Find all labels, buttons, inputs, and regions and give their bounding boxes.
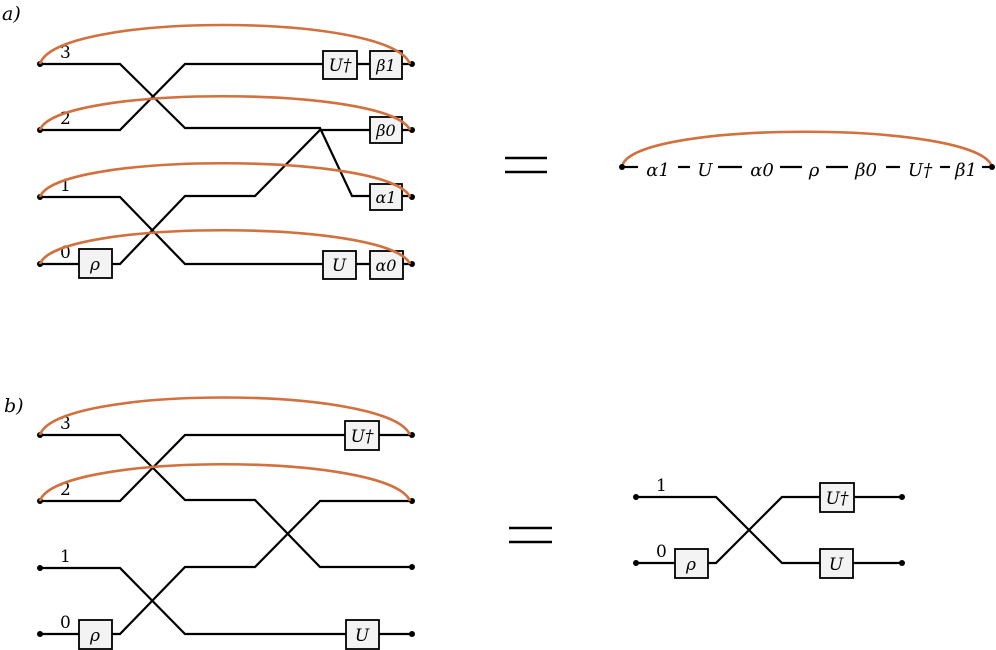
cup-arc: [38, 162, 412, 198]
gate-udag: U†: [344, 420, 380, 451]
gate-udag-label: U†: [351, 427, 374, 447]
wire-2: [40, 62, 410, 132]
equals-sign-b: [509, 526, 552, 544]
chain-alpha1: α1: [646, 160, 670, 181]
gate-beta0: β0: [369, 116, 403, 144]
endpoint-dot: [633, 560, 639, 566]
rhs-gate-rho-label: ρ: [685, 555, 696, 575]
panel-b-dots: [37, 432, 415, 637]
panel-b: b) 3 2 1 0 U†: [4, 395, 905, 650]
cup-arc: [38, 229, 412, 265]
panel-a-arcs: [38, 23, 412, 265]
gate-beta1-label: β1: [375, 56, 395, 75]
panel-b-rhs-circuit: 1 0 U† ρ U: [633, 476, 905, 579]
gate-udag-label: U†: [329, 56, 352, 76]
chain-u: U: [697, 160, 713, 181]
gate-alpha0-label: α0: [376, 256, 397, 275]
endpoint-dot: [899, 560, 905, 566]
panel-a: a) 3 2 1 0: [2, 3, 995, 280]
wire-label-3: 3: [60, 43, 71, 63]
gate-u: U: [322, 250, 357, 280]
gate-rho-label: ρ: [89, 626, 100, 646]
endpoint-dot: [633, 494, 639, 500]
gate-rho: ρ: [78, 619, 113, 650]
gate-u-label: U: [355, 626, 370, 646]
rhs-gate-udag: U†: [819, 482, 855, 513]
gate-alpha1-label: α1: [376, 188, 397, 207]
panel-a-label: a): [2, 3, 21, 25]
gate-u-label: U: [332, 256, 347, 276]
rhs-wire-label-1: 1: [656, 476, 667, 496]
gate-beta1: β1: [369, 50, 403, 80]
gate-alpha1: α1: [369, 183, 403, 211]
gate-rho: ρ: [78, 248, 113, 279]
cup-arc: [38, 23, 412, 65]
cup-arc: [38, 463, 412, 502]
gate-rho-label: ρ: [89, 255, 100, 275]
panel-b-arcs: [38, 396, 412, 502]
rhs-gate-udag-label: U†: [826, 489, 849, 509]
endpoint-dot: [899, 494, 905, 500]
endpoint-dot: [37, 631, 43, 637]
wire-label-2: 2: [60, 109, 71, 129]
wire-label-3: 3: [60, 414, 71, 434]
endpoint-dot: [37, 565, 43, 571]
rhs-gate-rho: ρ: [674, 548, 709, 579]
rhs-trace-arc: [620, 130, 994, 168]
cup-arc: [38, 95, 412, 131]
wire-3: [40, 62, 410, 198]
wire-label-1: 1: [60, 176, 71, 196]
chain-beta0: β0: [854, 160, 877, 181]
rhs-gate-u: U: [819, 548, 854, 579]
equals-sign-a: [505, 156, 547, 174]
cup-arc: [38, 396, 412, 436]
panel-b-label: b): [4, 395, 24, 417]
wire-label-0: 0: [60, 243, 71, 263]
wire-label-1: 1: [60, 547, 71, 567]
rhs-wire-label-0: 0: [656, 542, 667, 562]
chain-alpha0: α0: [750, 160, 774, 181]
panel-a-rhs-chain: α1 U α0 ρ β0 U† β1: [619, 130, 995, 181]
gate-beta0-label: β0: [375, 121, 395, 140]
gate-udag: U†: [322, 50, 358, 80]
chain-udag: U†: [908, 160, 933, 181]
gate-u: U: [345, 619, 380, 650]
endpoint-dot: [409, 564, 415, 570]
chain-beta1: β1: [954, 160, 977, 181]
endpoint-dot: [409, 631, 415, 637]
wire-label-2: 2: [60, 480, 71, 500]
wire-label-0: 0: [60, 613, 71, 633]
chain-rho: ρ: [808, 160, 820, 181]
wire-3: [40, 433, 410, 569]
rhs-gate-u-label: U: [829, 555, 844, 575]
gate-alpha0: α0: [369, 250, 404, 280]
